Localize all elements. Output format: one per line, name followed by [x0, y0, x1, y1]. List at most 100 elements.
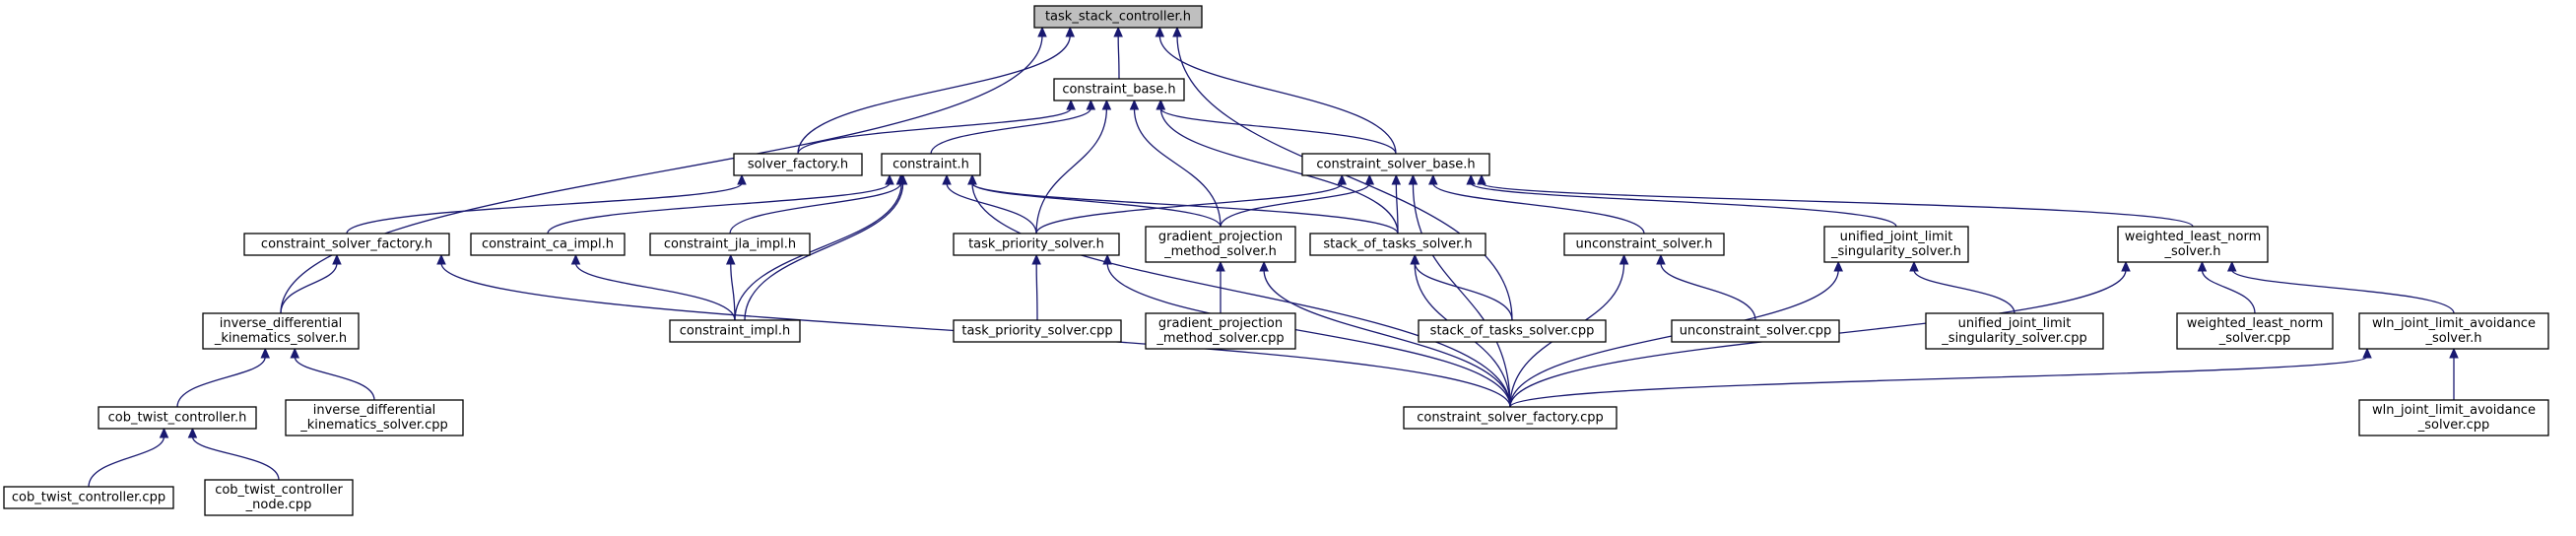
arrowhead-icon	[1066, 99, 1076, 110]
node-box[interactable]	[1671, 319, 1840, 343]
node-label: cob_twist_controller	[215, 483, 343, 498]
graph-node-ctccpp[interactable]: cob_twist_controller.cpp	[3, 486, 174, 509]
node-box[interactable]	[1309, 233, 1486, 256]
graph-node-wlnjlacpp[interactable]: wln_joint_limit_avoidance_solver.cpp	[2358, 399, 2549, 436]
node-box[interactable]	[669, 319, 801, 343]
arrowhead-icon	[1477, 173, 1486, 185]
node-box[interactable]	[2358, 399, 2549, 436]
node-label: unified_joint_limit	[1840, 230, 1953, 244]
node-label: solver_factory.h	[748, 158, 848, 172]
edge-tps-to-cb	[1035, 107, 1108, 234]
graph-node-ujls[interactable]: unified_joint_limit_singularity_solver.h	[1823, 226, 1969, 263]
node-box[interactable]	[1033, 5, 1203, 29]
arrowhead-icon	[1408, 173, 1419, 185]
graph-node-ctc[interactable]: cob_twist_controller.h	[98, 406, 257, 430]
node-box[interactable]	[1403, 406, 1618, 430]
graph-node-us[interactable]: unconstraint_solver.h	[1563, 233, 1725, 256]
graph-node-gpms[interactable]: gradient_projection_method_solver.h	[1145, 226, 1296, 263]
graph-node-ujlscpp[interactable]: unified_joint_limit_singularity_solver.c…	[1925, 312, 2104, 350]
edge-csf-to-sf	[346, 182, 743, 234]
arrowhead-icon	[1065, 26, 1076, 37]
graph-node-wlnscpp[interactable]: weighted_least_norm_solver.cpp	[2176, 312, 2334, 350]
node-label: constraint_solver_base.h	[1316, 158, 1475, 172]
node-box[interactable]	[953, 233, 1120, 256]
arrowhead-icon	[1156, 99, 1166, 110]
node-box[interactable]	[1145, 226, 1296, 263]
node-box[interactable]	[98, 406, 257, 430]
node-box[interactable]	[470, 233, 626, 256]
node-box[interactable]	[2358, 312, 2549, 350]
node-box[interactable]	[285, 399, 464, 436]
edge-sf-to-cb	[797, 107, 1072, 155]
graph-node-wlns[interactable]: weighted_least_norm_solver.h	[2117, 226, 2269, 263]
graph-node-sots[interactable]: stack_of_tasks_solver.h	[1309, 233, 1486, 256]
node-box[interactable]	[1418, 319, 1607, 343]
graph-node-gpmscpp[interactable]: gradient_projection_method_solver.cpp	[1145, 312, 1296, 350]
node-label: _solver.h	[2424, 331, 2481, 346]
node-box[interactable]	[3, 486, 174, 509]
node-label: cob_twist_controller.cpp	[12, 491, 165, 505]
node-box[interactable]	[1145, 312, 1296, 350]
node-box[interactable]	[2176, 312, 2334, 350]
node-box[interactable]	[202, 312, 360, 350]
graph-node-cca[interactable]: constraint_ca_impl.h	[470, 233, 626, 256]
edge-ujls-to-csb	[1470, 182, 1897, 228]
node-label: constraint_ca_impl.h	[482, 237, 614, 252]
graph-node-csb[interactable]: constraint_solver_base.h	[1301, 153, 1490, 176]
arrowhead-icon	[1129, 99, 1140, 110]
node-box[interactable]	[1563, 233, 1725, 256]
edge-csfcpp-to-tps	[1106, 262, 1511, 408]
node-label: wln_joint_limit_avoidance	[2372, 403, 2536, 418]
node-box[interactable]	[1925, 312, 2104, 350]
arrowhead-icon	[290, 347, 300, 359]
graph-node-idks[interactable]: inverse_differential_kinematics_solver.h	[202, 312, 360, 350]
edge-csfcpp-to-c	[971, 182, 1511, 408]
node-box[interactable]	[1823, 226, 1969, 263]
arrowhead-icon	[1037, 26, 1047, 37]
arrowhead-icon	[1102, 253, 1112, 265]
graph-node-ci[interactable]: constraint_impl.h	[669, 319, 801, 343]
arrowhead-icon	[1155, 26, 1165, 37]
node-box[interactable]	[881, 153, 981, 176]
node-label: weighted_least_norm	[2125, 230, 2262, 244]
node-box[interactable]	[1301, 153, 1490, 176]
node-box[interactable]	[1053, 78, 1185, 101]
node-label: inverse_differential	[220, 316, 343, 331]
graph-node-sotscpp[interactable]: stack_of_tasks_solver.cpp	[1418, 319, 1607, 343]
graph-node-ctcn[interactable]: cob_twist_controller_node.cpp	[204, 479, 354, 516]
graph-node-tsc[interactable]: task_stack_controller.h	[1033, 5, 1203, 29]
node-box[interactable]	[243, 233, 450, 256]
edge-ctcn-to-ctc	[191, 436, 280, 481]
node-box[interactable]	[2117, 226, 2269, 263]
node-label: _singularity_solver.h	[1830, 244, 1961, 259]
arrowhead-icon	[2226, 260, 2237, 272]
graph-node-cb[interactable]: constraint_base.h	[1053, 78, 1185, 101]
arrowhead-icon	[1216, 260, 1225, 272]
node-label: unconstraint_solver.h	[1575, 237, 1712, 252]
graph-node-sf[interactable]: solver_factory.h	[733, 153, 863, 176]
node-box[interactable]	[953, 319, 1122, 343]
arrowhead-icon	[1466, 173, 1476, 185]
graph-node-idkscpp[interactable]: inverse_differential_kinematics_solver.c…	[285, 399, 464, 436]
node-box[interactable]	[204, 479, 354, 516]
node-label: constraint.h	[892, 158, 969, 172]
arrowhead-icon	[967, 173, 977, 185]
node-label: stack_of_tasks_solver.h	[1323, 237, 1472, 252]
edge-sots-to-cb	[1159, 107, 1399, 234]
graph-node-c[interactable]: constraint.h	[881, 153, 981, 176]
edge-sots-to-csb	[1395, 182, 1399, 234]
graph-node-csf[interactable]: constraint_solver_factory.h	[243, 233, 450, 256]
graph-node-uscpp[interactable]: unconstraint_solver.cpp	[1671, 319, 1840, 343]
arrowhead-icon	[1410, 253, 1420, 265]
graph-node-csfcpp[interactable]: constraint_solver_factory.cpp	[1403, 406, 1618, 430]
arrowhead-icon	[436, 253, 446, 265]
graph-node-wlnjla[interactable]: wln_joint_limit_avoidance_solver.h	[2358, 312, 2549, 350]
graph-node-tpscpp[interactable]: task_priority_solver.cpp	[953, 319, 1122, 343]
arrowhead-icon	[187, 427, 198, 438]
edge-csb-to-cb	[1159, 107, 1397, 155]
node-box[interactable]	[733, 153, 863, 176]
node-box[interactable]	[649, 233, 811, 256]
graph-node-tps[interactable]: task_priority_solver.h	[953, 233, 1120, 256]
graph-node-cjla[interactable]: constraint_jla_impl.h	[649, 233, 811, 256]
arrowhead-icon	[2121, 260, 2131, 272]
